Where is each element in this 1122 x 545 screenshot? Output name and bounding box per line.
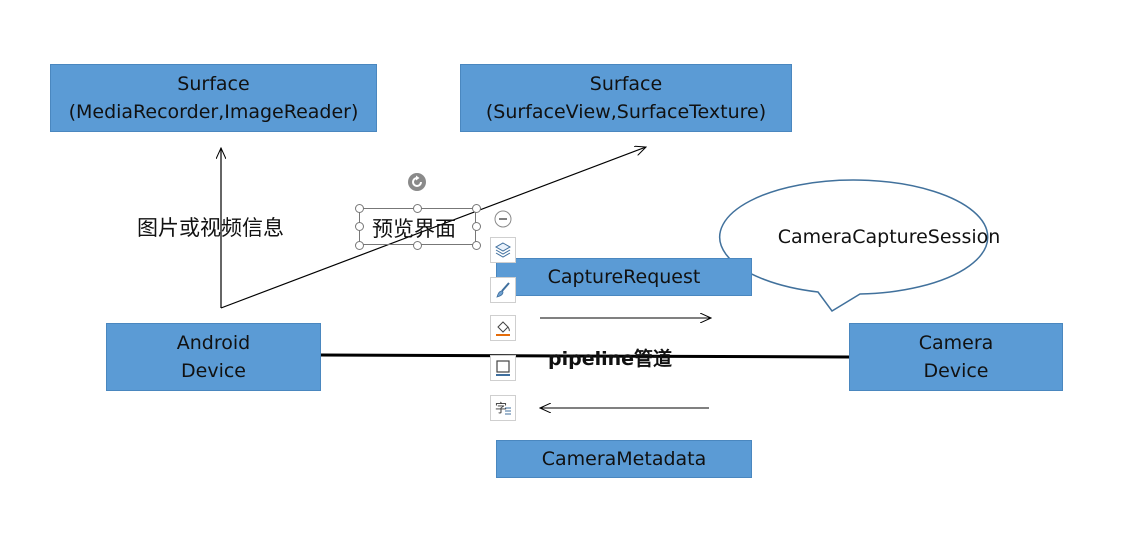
resize-handle-right[interactable] <box>472 222 481 231</box>
camera-device-line1: Camera <box>918 332 994 354</box>
surface-view-subtitle: (SurfaceView,SurfaceTexture) <box>485 101 767 123</box>
surface-view-title: Surface <box>589 73 663 95</box>
pipeline-label: pipeline管道 <box>548 348 673 370</box>
android-device-line2: Device <box>181 360 246 382</box>
rotate-icon[interactable] <box>407 172 427 192</box>
layers-button[interactable] <box>490 237 516 263</box>
svg-text:字: 字 <box>495 400 507 415</box>
fill-button[interactable] <box>490 315 516 341</box>
surface-view-box: Surface (SurfaceView,SurfaceTexture) <box>460 64 792 132</box>
surface-recorder-title: Surface <box>177 73 250 95</box>
capture-request-box: CaptureRequest <box>496 258 752 296</box>
camera-capture-session-label: CameraCaptureSession <box>777 226 1001 248</box>
image-video-info-label: 图片或视频信息 <box>137 216 284 240</box>
resize-handle-top[interactable] <box>413 204 422 213</box>
text-style-button[interactable]: 字 <box>490 395 516 421</box>
capture-request-label: CaptureRequest <box>547 266 701 288</box>
pipeline-line <box>319 353 851 359</box>
border-button[interactable] <box>490 355 516 381</box>
fill-icon <box>496 321 510 336</box>
layers-icon <box>494 242 512 258</box>
preview-label: 预览界面 <box>372 217 456 241</box>
session-bubble <box>718 179 989 312</box>
collapse-toolbar-icon[interactable] <box>494 210 512 228</box>
camera-device-line2: Device <box>923 360 989 382</box>
camera-device-box: Camera Device <box>849 323 1063 391</box>
resize-handle-bottom-left[interactable] <box>355 241 364 250</box>
preview-textbox[interactable]: 预览界面 <box>359 208 476 245</box>
camera-metadata-label: CameraMetadata <box>541 448 707 470</box>
brush-icon <box>496 282 510 298</box>
resize-handle-bottom[interactable] <box>413 241 422 250</box>
surface-recorder-subtitle: (MediaRecorder,ImageReader) <box>68 101 359 123</box>
resize-handle-top-left[interactable] <box>355 204 364 213</box>
resize-handle-bottom-right[interactable] <box>472 241 481 250</box>
resize-handle-top-right[interactable] <box>472 204 481 213</box>
text-style-icon: 字 <box>495 400 511 415</box>
resize-handle-left[interactable] <box>355 222 364 231</box>
brush-button[interactable] <box>490 277 516 303</box>
arrow-to-view-surface <box>220 147 646 309</box>
android-device-line1: Android <box>176 332 251 354</box>
camera-metadata-box: CameraMetadata <box>496 440 752 478</box>
border-icon <box>496 360 510 376</box>
surface-recorder-box: Surface (MediaRecorder,ImageReader) <box>50 64 377 132</box>
android-device-box: Android Device <box>106 323 321 391</box>
